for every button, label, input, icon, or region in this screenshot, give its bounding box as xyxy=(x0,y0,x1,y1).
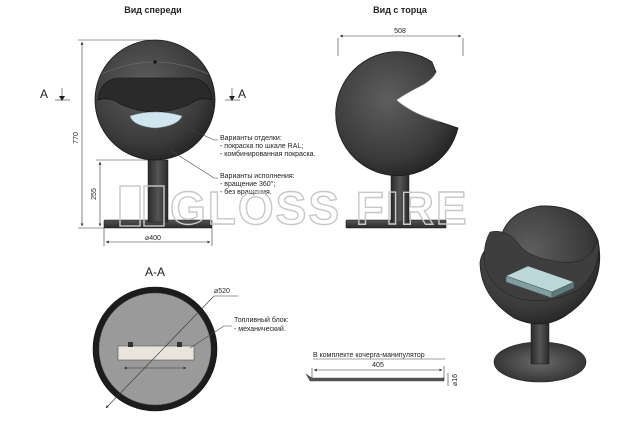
note-execution: Варианты исполнения: - вращение 360°; - … xyxy=(169,149,295,196)
end-sphere xyxy=(335,51,459,177)
note-finish-title: Варианты отделки: xyxy=(220,135,282,142)
section-burner-clip-left xyxy=(128,342,133,347)
note-execution-line-1: - вращение 360°; xyxy=(220,180,275,188)
note-finish-line-1: - покраска по шкале RAL; xyxy=(220,143,303,150)
section-burner xyxy=(117,345,195,361)
poker-tool: В комплекте кочерга-манипулятор 405 ⌀16 xyxy=(305,352,459,386)
dim-height-total-label: 770 xyxy=(73,132,80,144)
note-fuel-block: Топливный блок: - механический. xyxy=(189,316,289,349)
note-finish-line-2: - комбинированная покраска. xyxy=(220,150,316,158)
dim-sphere-diameter-label: ⌀520 xyxy=(214,288,230,295)
note-fuel-block-title: Топливный блок: xyxy=(234,316,289,324)
watermark: GLOSS FIRE xyxy=(119,181,469,235)
poker-rod xyxy=(305,373,445,382)
section-marker-right: A xyxy=(225,87,246,101)
front-view-title: Вид спереди xyxy=(124,5,181,15)
section-label-left: A xyxy=(40,87,48,101)
watermark-text: GLOSS FIRE xyxy=(170,182,469,234)
front-glass xyxy=(129,111,183,129)
note-execution-line-2: - без вращения. xyxy=(220,188,272,196)
end-view-title: Вид с торца xyxy=(373,5,428,15)
dim-base-diameter-label: ⌀400 xyxy=(145,235,161,242)
dim-poker-diameter-label: ⌀16 xyxy=(452,374,459,386)
section-marker-left: A xyxy=(40,87,70,101)
dim-sphere-diameter: ⌀520 xyxy=(105,288,238,409)
render-3d xyxy=(479,205,601,383)
render-burner-front xyxy=(551,281,575,299)
dim-base-diameter: ⌀400 xyxy=(103,228,213,246)
dim-stand-height-label: 255 xyxy=(91,188,98,200)
note-execution-title: Варианты исполнения: xyxy=(220,173,295,180)
dim-end-width-label: 508 xyxy=(394,28,406,35)
end-view: Вид с торца 508 xyxy=(335,5,464,229)
dim-end-width: 508 xyxy=(337,28,464,56)
dim-stand-height: 255 xyxy=(91,159,148,227)
note-fuel-block-line-1: - механический. xyxy=(234,325,286,333)
section-label-right: A xyxy=(238,87,246,101)
front-stand-pole xyxy=(147,159,169,223)
front-view: Вид спереди A A 770 xyxy=(40,5,316,246)
poker-note: В комплекте кочерга-манипулятор xyxy=(313,352,425,359)
note-finish: Варианты отделки: - покраска по шкале RA… xyxy=(187,127,316,158)
section-title: A-A xyxy=(145,265,165,279)
end-opening-edge xyxy=(395,71,441,123)
section-view: A-A ⌀520 Топливный блок: - механический. xyxy=(92,265,289,412)
front-handle-dot xyxy=(153,60,157,64)
dim-poker-length-label: 405 xyxy=(372,362,384,369)
section-burner-clip-right xyxy=(177,342,182,347)
front-opening xyxy=(97,77,213,113)
dim-height-total: 770 xyxy=(73,39,150,229)
